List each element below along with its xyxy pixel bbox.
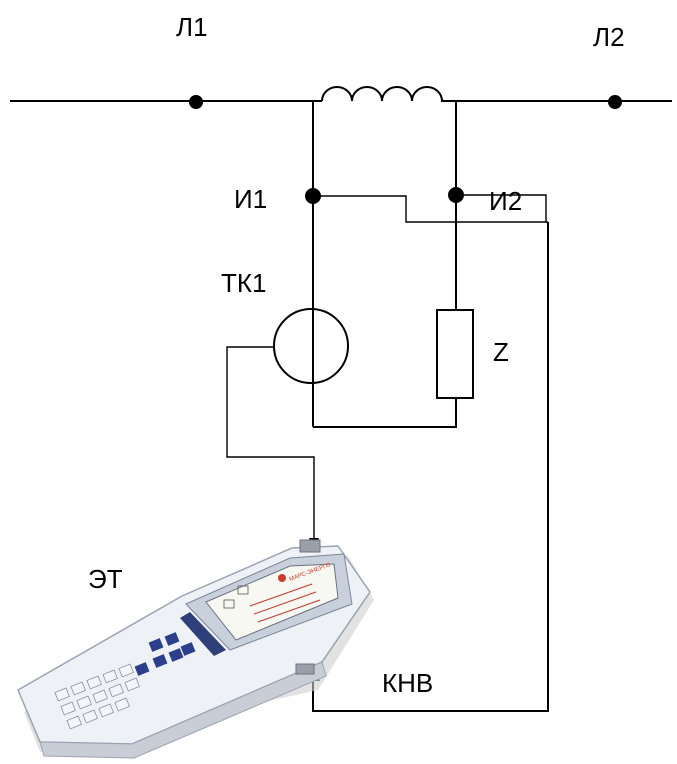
current-transformer-tk1	[273, 308, 349, 384]
screen-box-1	[237, 585, 249, 595]
key	[180, 642, 196, 656]
key	[168, 648, 184, 662]
key	[82, 709, 98, 724]
impedance-z	[436, 309, 474, 399]
label-i2: И2	[489, 186, 522, 216]
wire-z-bottom-return	[313, 398, 457, 428]
device-edge	[39, 661, 327, 759]
label-l1: Л1	[176, 12, 208, 42]
key	[86, 675, 102, 690]
label-z: Z	[493, 337, 509, 367]
label-knv: КНВ	[382, 668, 433, 698]
device-logo-mark	[278, 574, 286, 582]
device-top-connector	[299, 539, 321, 553]
key	[98, 703, 114, 718]
key	[70, 681, 86, 696]
device-side-connector	[295, 663, 315, 675]
key	[108, 683, 124, 698]
wire-tk1-to-device	[226, 346, 315, 540]
key	[114, 697, 130, 712]
screen-box-2	[223, 599, 235, 609]
energy-tester-device: МАРС-ЭНЕРГО	[17, 539, 374, 759]
key	[148, 638, 164, 652]
device-screen	[205, 563, 339, 641]
key	[152, 654, 168, 668]
label-tk1: ТК1	[221, 268, 267, 298]
key	[134, 662, 150, 676]
key	[124, 677, 140, 692]
label-i1: И1	[234, 184, 267, 214]
device-number-keys	[54, 663, 140, 730]
key	[76, 695, 92, 710]
label-l2: Л2	[593, 22, 625, 52]
device-nav-keys	[134, 632, 196, 676]
device-label-strip	[180, 612, 226, 656]
key	[60, 701, 76, 716]
screen-line-1	[249, 583, 313, 607]
wire-i1-to-right	[313, 195, 548, 223]
key	[118, 663, 134, 678]
screen-line-2	[253, 591, 317, 615]
wire-right-to-knv	[312, 222, 549, 712]
terminal-l1-dot	[189, 95, 203, 109]
screen-line-3	[257, 599, 321, 623]
terminal-l2-dot	[608, 95, 622, 109]
label-et: ЭТ	[88, 564, 123, 594]
key	[54, 687, 70, 702]
key	[102, 669, 118, 684]
wire-i2-to-right	[456, 194, 547, 222]
key	[66, 715, 82, 730]
inductor-coil	[321, 86, 452, 102]
key	[164, 632, 180, 646]
key	[92, 689, 108, 704]
